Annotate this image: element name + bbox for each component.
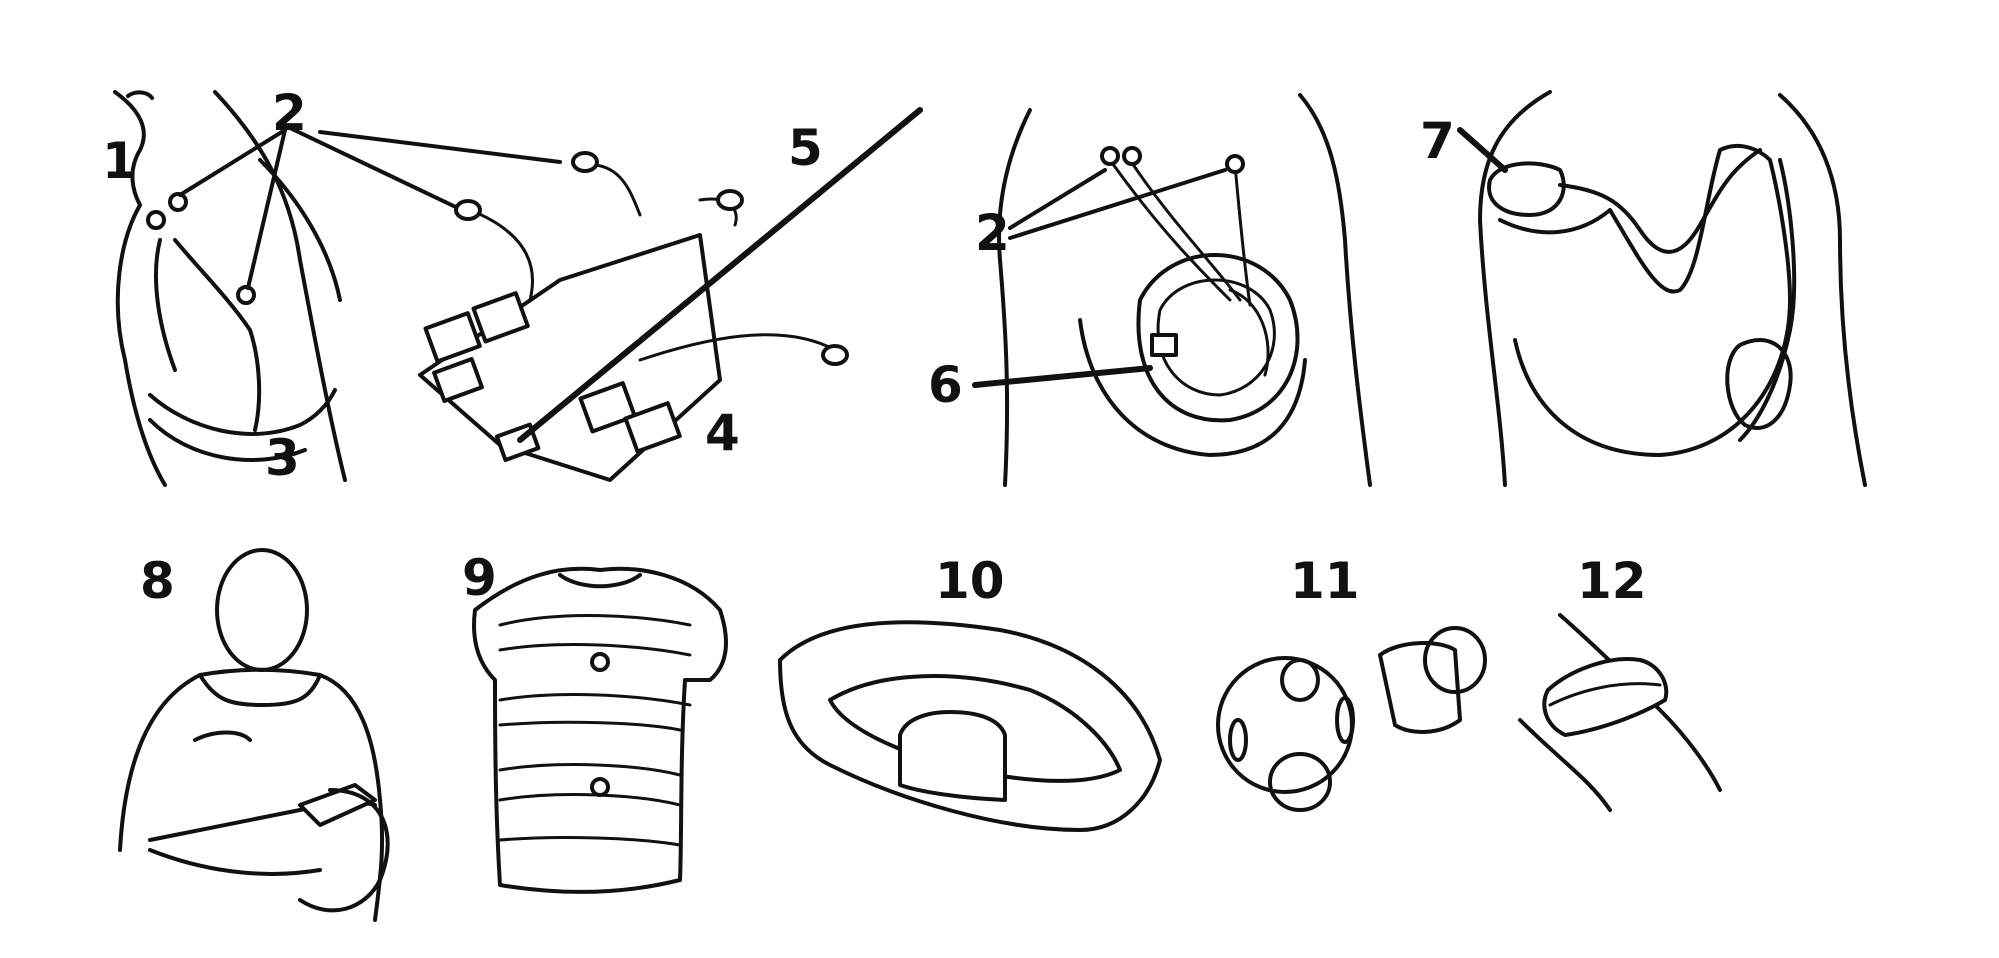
person-hip bbox=[150, 850, 320, 874]
label-7: 7 bbox=[1420, 112, 1455, 170]
leader-line-6 bbox=[975, 368, 1150, 385]
shirt-band-6 bbox=[500, 795, 680, 805]
shirt-band-5 bbox=[500, 765, 680, 775]
ear-outline bbox=[128, 92, 152, 98]
implant-lead-wire bbox=[1560, 150, 1760, 252]
electrode-chest bbox=[238, 287, 254, 303]
panel-wrist-band bbox=[1520, 615, 1720, 810]
electrode-neck bbox=[170, 194, 186, 210]
leader-line-7 bbox=[1460, 130, 1505, 170]
cup-hole-left bbox=[1230, 720, 1246, 760]
patch-electrode-2 bbox=[1124, 148, 1140, 164]
label-12: 12 bbox=[1577, 552, 1647, 610]
implant-device-outline bbox=[1489, 163, 1564, 215]
label-1: 1 bbox=[102, 132, 137, 190]
pad-3 bbox=[434, 359, 482, 401]
implant-body-outline bbox=[1500, 146, 1790, 455]
cup-sphere bbox=[1218, 658, 1352, 792]
label-4: 4 bbox=[705, 404, 740, 462]
electrode-top-2 bbox=[456, 201, 480, 219]
leader-line-2-f bbox=[1010, 170, 1225, 238]
electrode-top-1 bbox=[573, 153, 597, 171]
torso-right-outline bbox=[1300, 95, 1370, 485]
belt-module bbox=[900, 712, 1005, 800]
panel-front-torso-patch bbox=[975, 95, 1370, 485]
shirt-band-4 bbox=[500, 722, 680, 730]
shirt-collar bbox=[560, 575, 640, 586]
panel-side-torso bbox=[115, 92, 560, 485]
shirt-band-1 bbox=[500, 616, 690, 625]
label-9: 9 bbox=[462, 549, 497, 607]
belt-band bbox=[150, 390, 335, 434]
arm-outline bbox=[175, 240, 259, 430]
shirt-outline bbox=[474, 569, 726, 892]
shirt-sensor-2 bbox=[592, 779, 608, 795]
label-5: 5 bbox=[788, 119, 823, 177]
torso-left-outline bbox=[999, 110, 1030, 485]
leader-line-2-e bbox=[1010, 170, 1105, 228]
label-3: 3 bbox=[265, 429, 300, 487]
label-11: 11 bbox=[1290, 552, 1360, 610]
shirt-band-3 bbox=[500, 695, 690, 705]
cup-body bbox=[1380, 643, 1460, 732]
person-head bbox=[217, 550, 307, 670]
leader-line-2-b bbox=[248, 130, 285, 288]
wristband bbox=[1544, 659, 1666, 735]
pad-2 bbox=[474, 293, 528, 341]
shirt-band-7 bbox=[500, 838, 680, 845]
cup-hole-top bbox=[1282, 660, 1318, 700]
electrode-right bbox=[823, 346, 847, 364]
lead-wire bbox=[156, 240, 175, 370]
label-8: 8 bbox=[140, 552, 175, 610]
strip-outline bbox=[420, 235, 720, 480]
panel-electrode-strip bbox=[420, 110, 920, 480]
panel-sensor-shirt bbox=[474, 569, 726, 892]
electrode-side bbox=[148, 212, 164, 228]
person-shirt bbox=[200, 675, 320, 705]
person-pocket bbox=[195, 733, 250, 741]
strip-wire-1 bbox=[470, 210, 533, 300]
strip-wire-4 bbox=[640, 335, 835, 360]
label-2-left: 2 bbox=[272, 84, 307, 142]
panel-chest-belt bbox=[780, 622, 1160, 830]
shirt-sensor-1 bbox=[592, 654, 608, 670]
patch-module bbox=[1152, 335, 1176, 355]
patch-electrode-3 bbox=[1227, 156, 1243, 172]
implant-torso-left bbox=[1480, 92, 1550, 485]
label-2-right: 2 bbox=[975, 204, 1010, 262]
patch-electrode-1 bbox=[1102, 148, 1118, 164]
label-6: 6 bbox=[928, 356, 963, 414]
label-10: 10 bbox=[935, 552, 1005, 610]
panel-wearable-cups bbox=[1218, 628, 1485, 810]
panel-implant-torso bbox=[1460, 92, 1865, 485]
pad-1 bbox=[426, 313, 480, 361]
electrode-top-3 bbox=[718, 191, 742, 209]
